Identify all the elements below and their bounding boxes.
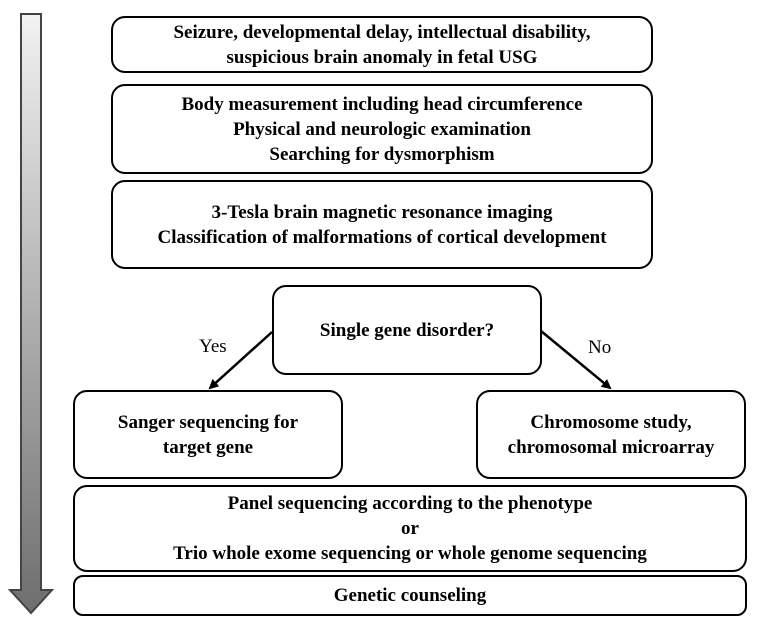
no-arrow [540, 330, 612, 390]
panel-line-3: Trio whole exome sequencing or whole gen… [173, 543, 647, 564]
decision-label: Single gene disorder? [319, 319, 495, 341]
yes-arrow [208, 331, 273, 390]
decision-box: Single gene disorder? [272, 285, 542, 375]
sanger-sequencing-box: Sanger sequencing for target gene [73, 390, 343, 479]
panel-line-2: or [401, 518, 419, 539]
chromosome-line-1: Chromosome study, [530, 411, 692, 433]
presenting-symptoms-box: Seizure, developmental delay, intellectu… [111, 16, 653, 73]
brain-mri-box: 3-Tesla brain magnetic resonance imaging… [111, 180, 653, 269]
no-label: No [588, 337, 612, 358]
sanger-line-2: target gene [162, 436, 254, 458]
physical-exam-line-3: Searching for dysmorphism [269, 143, 495, 165]
yes-label: Yes [199, 336, 227, 357]
physical-exam-box: Body measurement including head circumfe… [111, 84, 653, 174]
chromosome-study-box: Chromosome study, chromosomal microarray [476, 390, 746, 479]
brain-mri-line-1: 3-Tesla brain magnetic resonance imaging [211, 201, 553, 223]
chromosome-line-2: chromosomal microarray [507, 436, 715, 458]
genetic-counseling-label: Genetic counseling [333, 585, 487, 606]
physical-exam-line-1: Body measurement including head circumfe… [181, 93, 583, 115]
brain-mri-line-2: Classification of malformations of corti… [157, 226, 607, 248]
sanger-line-1: Sanger sequencing for [117, 411, 299, 433]
process-flow-arrow [7, 13, 55, 615]
presenting-symptoms-line-1: Seizure, developmental delay, intellectu… [173, 21, 591, 43]
panel-sequencing-box: Panel sequencing according to the phenot… [73, 485, 747, 572]
panel-line-1: Panel sequencing according to the phenot… [227, 493, 593, 514]
presenting-symptoms-line-2: suspicious brain anomaly in fetal USG [226, 46, 538, 68]
genetic-counseling-box: Genetic counseling [73, 575, 747, 616]
physical-exam-line-2: Physical and neurologic examination [233, 118, 531, 140]
